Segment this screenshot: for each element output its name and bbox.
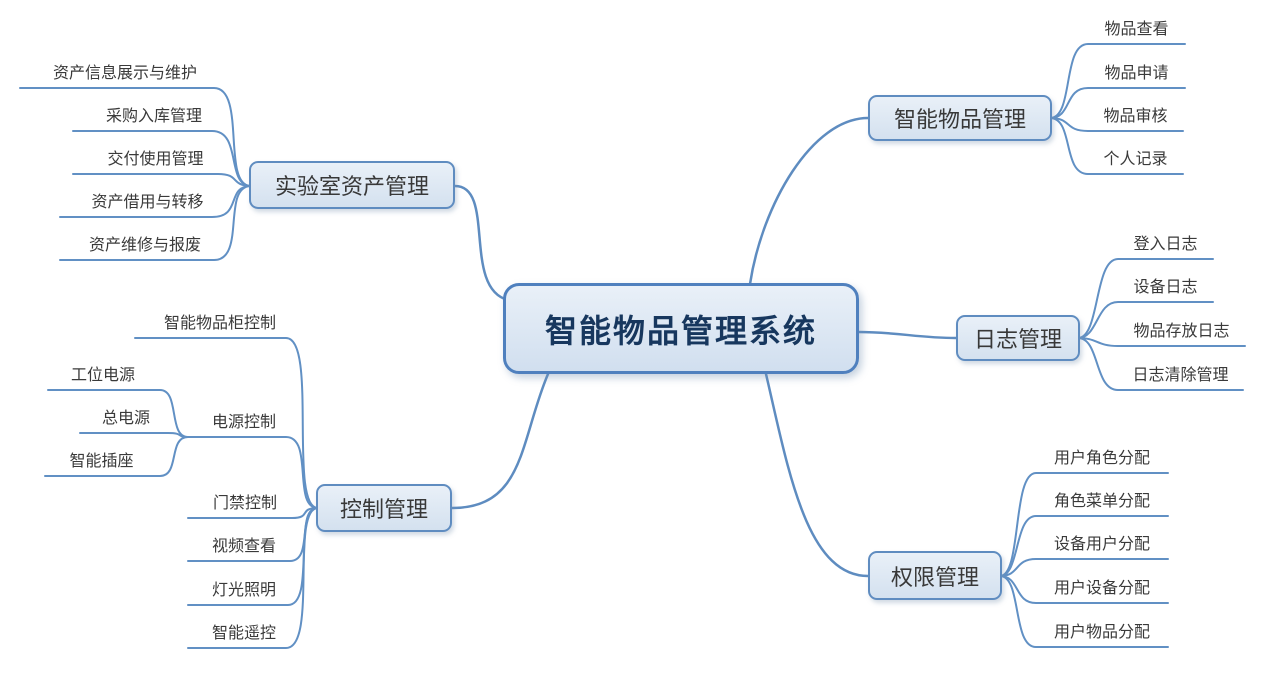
leaf-purchase-inbound[interactable]: 采购入库管理 [105, 106, 202, 125]
leaf-video-view[interactable]: 视频查看 [211, 536, 276, 555]
branch-node-lab-assets[interactable]: 实验室资产管理 [249, 161, 455, 209]
leaf-asset-repair[interactable]: 资产维修与报废 [88, 235, 201, 254]
leaf-workstation-power[interactable]: 工位电源 [70, 365, 135, 384]
leaf-device-log[interactable]: 设备日志 [1133, 277, 1198, 296]
leaf-asset-info[interactable]: 资产信息展示与维护 [52, 63, 197, 82]
subbranch-power-control[interactable]: 电源控制 [211, 412, 276, 431]
leaf-smart-cabinet-control[interactable]: 智能物品柜控制 [163, 313, 276, 332]
branch-connectors [450, 116, 958, 578]
branch-node-smart-items[interactable]: 智能物品管理 [868, 95, 1052, 141]
branch-node-permissions[interactable]: 权限管理 [868, 551, 1002, 600]
leaf-item-apply[interactable]: 物品申请 [1104, 63, 1169, 82]
leaf-user-device-assign[interactable]: 用户设备分配 [1053, 578, 1150, 597]
leaf-item-audit[interactable]: 物品审核 [1103, 106, 1168, 125]
leaf-smart-remote[interactable]: 智能遥控 [211, 623, 276, 642]
leaf-user-item-assign[interactable]: 用户物品分配 [1053, 622, 1150, 641]
leaf-personal-record[interactable]: 个人记录 [1103, 149, 1168, 168]
leaf-delivery-use[interactable]: 交付使用管理 [107, 149, 204, 168]
leaf-asset-borrow[interactable]: 资产借用与转移 [91, 192, 204, 211]
leaf-user-role-assign[interactable]: 用户角色分配 [1053, 448, 1150, 467]
leaf-log-cleanup[interactable]: 日志清除管理 [1132, 365, 1229, 384]
branch-node-logs[interactable]: 日志管理 [956, 315, 1080, 361]
leaf-item-storage-log[interactable]: 物品存放日志 [1133, 321, 1230, 340]
leaf-connectors [19, 43, 1246, 649]
leaf-lighting[interactable]: 灯光照明 [211, 580, 276, 599]
leaf-door-access-control[interactable]: 门禁控制 [212, 493, 277, 512]
leaf-role-menu-assign[interactable]: 角色菜单分配 [1053, 491, 1150, 510]
leaf-item-view[interactable]: 物品查看 [1104, 19, 1169, 38]
branch-node-control[interactable]: 控制管理 [316, 484, 452, 532]
leaf-device-user-assign[interactable]: 设备用户分配 [1053, 534, 1150, 553]
leaf-login-log[interactable]: 登入日志 [1133, 234, 1198, 253]
leaf-main-power[interactable]: 总电源 [101, 408, 150, 427]
leaf-smart-socket[interactable]: 智能插座 [69, 451, 134, 470]
root-topic[interactable]: 智能物品管理系统 [503, 283, 859, 374]
